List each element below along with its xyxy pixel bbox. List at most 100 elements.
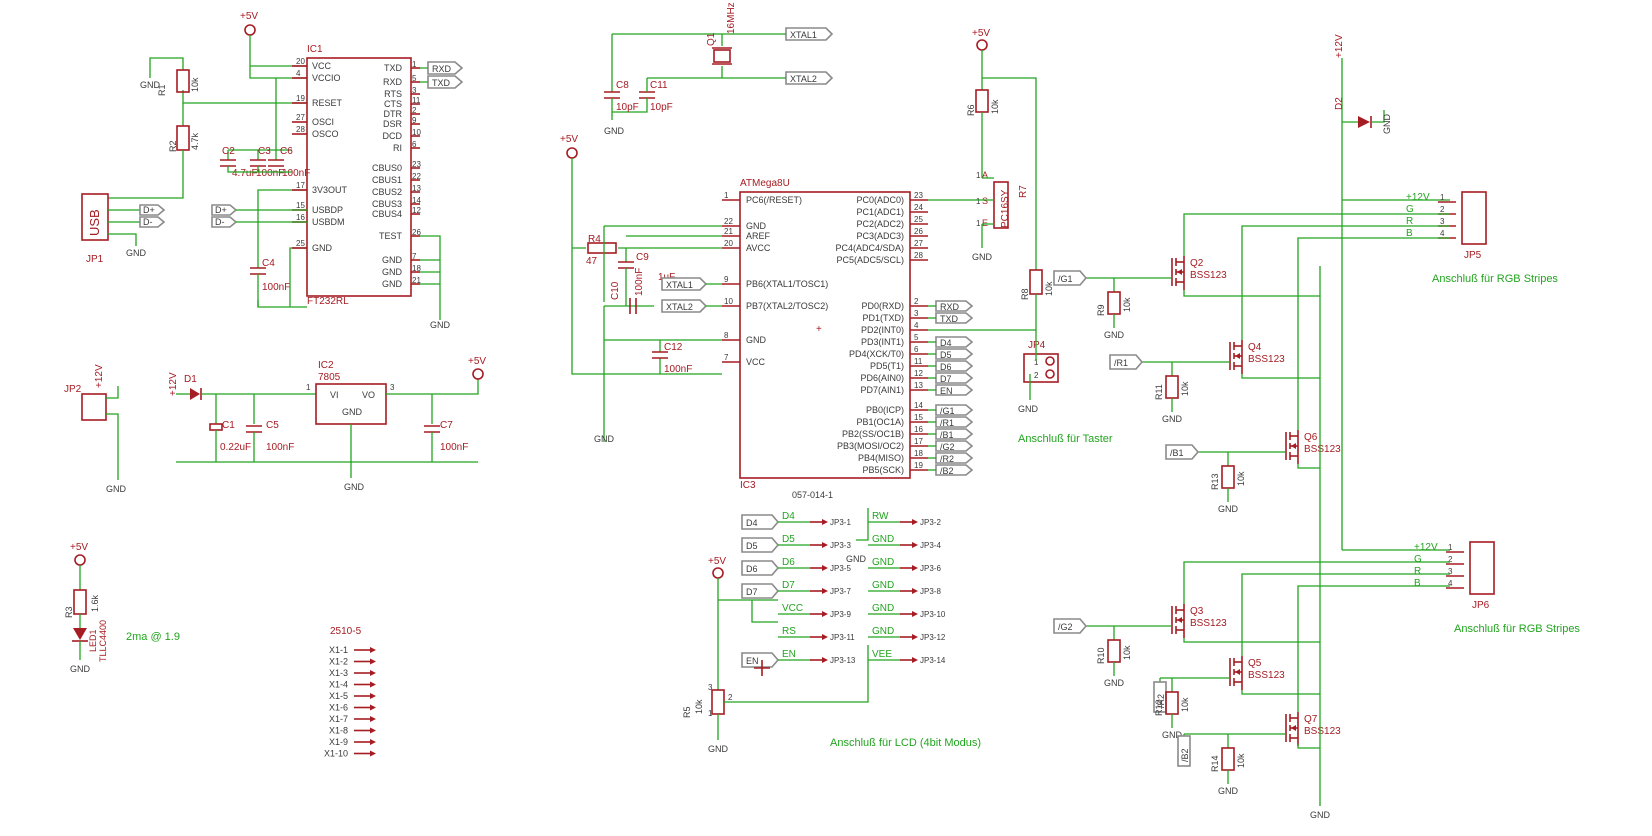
ic3-pin-label: PB7(XTAL2/TOSC2) (746, 301, 828, 311)
gnd-label: GND (846, 554, 867, 564)
net-label (935, 464, 974, 476)
c1-name: C1 (222, 420, 235, 431)
diode-d2 (1358, 116, 1370, 128)
q1-name: Q1 (706, 32, 717, 46)
label-txd-text: TXD (432, 78, 451, 88)
ic3-pin-number: 7 (724, 353, 729, 362)
r3-name: R3 (64, 606, 74, 618)
mosfet-value: BSS123 (1304, 444, 1341, 455)
net-label (935, 404, 974, 416)
c3-value: 100nF (256, 168, 284, 179)
ic1-pin-label: CBUS4 (372, 209, 402, 219)
lcd-pin-name: JP3-2 (920, 518, 941, 527)
gate-net-label (1053, 618, 1088, 634)
ic1-pin-label: RESET (312, 98, 343, 108)
ic2-pin3: 3 (390, 383, 395, 392)
ic1-pin-number: 26 (412, 228, 421, 237)
potentiometer-r7 (993, 181, 1009, 229)
ic3-pin-label: PB0(ICP) (866, 405, 904, 415)
ic3-pin-label: PD0(RXD) (861, 301, 904, 311)
c9-name: C9 (636, 252, 649, 263)
mosfet-name: Q3 (1190, 606, 1204, 617)
ic1-pin-number: 5 (412, 74, 417, 83)
jp4-name: JP4 (1028, 340, 1046, 351)
net-label-text: TXD (940, 314, 959, 324)
x1-pin-label: X1-7 (329, 714, 348, 724)
ic3-pin-label: PB1(OC1A) (856, 417, 904, 427)
ic1-right-pins: 1TXD5RXD3RTS11CTS2DTR9DSR10DCD6RI23CBUS0… (372, 60, 421, 289)
ic1-pin-label: RI (393, 143, 402, 153)
c7-value: 100nF (440, 442, 468, 453)
lcd-pin-name: JP3-10 (920, 610, 946, 619)
c2-name: C2 (222, 146, 235, 157)
gate-net-label-text: /B2 (1180, 748, 1190, 762)
rgb-net-name: B (1414, 578, 1421, 589)
ic3-pin-number: 23 (914, 191, 923, 200)
ic1-pin-number: 19 (296, 94, 305, 103)
ic1-pin-number: 25 (296, 239, 305, 248)
ic1-pin-number: 12 (412, 206, 421, 215)
x1-pins: X1-1X1-2X1-3X1-4X1-5X1-6X1-7X1-8X1-9X1-1… (324, 645, 376, 759)
ic2-name: IC2 (318, 360, 334, 371)
ic3-pin-label: PB5(SCK) (862, 465, 904, 475)
ic1-pin-number: 16 (296, 213, 305, 222)
supply-5v-lcd (712, 567, 724, 579)
ic1-name: IC1 (307, 44, 323, 55)
r8-value: 10k (1044, 281, 1054, 296)
ic3-name: IC3 (740, 480, 756, 491)
label-dp-text: D+ (143, 205, 155, 215)
rgb-net-name: +12V (1406, 192, 1430, 203)
lcd-pin-name: JP3-5 (830, 564, 851, 573)
lcd-pin-name: JP3-9 (830, 610, 851, 619)
label-dp-ic1 (211, 204, 238, 216)
lcd-pin-net: RS (782, 626, 796, 637)
gate-net-label-text: /R1 (1114, 358, 1128, 368)
resistor-r2 (176, 125, 190, 151)
x1-pin-label: X1-10 (324, 749, 348, 759)
rgb-note-2: Anschluß für RGB Stripes (1454, 623, 1580, 635)
gnd-label: GND (1104, 330, 1125, 340)
lcd-pin-net: GND (872, 534, 894, 545)
c1-value: 0.22uF (220, 442, 251, 453)
resistor-value: 10k (1180, 697, 1190, 712)
ic1-pin-label: CBUS2 (372, 187, 402, 197)
rgb-pin-number: 4 (1440, 229, 1445, 238)
ic3-pin-number: 24 (914, 203, 923, 212)
capacitor-c1 (209, 423, 223, 431)
ic3-pin-number: 18 (914, 449, 923, 458)
ic1-pin-label: VCC (312, 61, 332, 71)
resistor-value: 10k (1236, 471, 1246, 486)
ic3-pin-label: PC4(ADC4/SDA) (835, 243, 904, 253)
rgb-net-name: G (1406, 204, 1414, 215)
supply-label: +5V (70, 542, 88, 553)
label-xtal1-text: XTAL1 (666, 280, 693, 290)
ic1-pin-label: OSCI (312, 117, 334, 127)
net-label (935, 348, 974, 360)
crosshair-mark (754, 660, 770, 676)
potentiometer-r5 (711, 689, 725, 715)
ic1-pin-label: GND (312, 243, 333, 253)
gate-net-label (1165, 444, 1200, 460)
r7-pin-e: E (982, 218, 988, 228)
jp3-name: 057-014-1 (792, 490, 833, 500)
jp2-name: JP2 (64, 384, 82, 395)
pin-number: 2 (728, 693, 733, 702)
supply-5v-mcu (566, 147, 578, 159)
gnd-label: GND (972, 252, 993, 262)
ic3-body (739, 191, 911, 479)
net-label (935, 440, 974, 452)
net-label (935, 416, 974, 428)
resistor-value: 10k (1180, 381, 1190, 396)
pulldown-resistor (1165, 375, 1179, 399)
ic3-pin-number: 22 (724, 217, 733, 226)
ic3-pin-number: 21 (724, 227, 733, 236)
label-xtal2-mcu (661, 299, 708, 313)
ic3-pin-number: 16 (914, 425, 923, 434)
lcd-note: Anschluß für LCD (4bit Modus) (830, 737, 981, 749)
ic3-pin-number: 19 (914, 461, 923, 470)
reset-section: +5V R6 10k R7 PC16SY A S E 1 1 1 GND R8 … (928, 28, 1113, 445)
resistor-r6 (975, 89, 989, 113)
ic3-pin-label: PB4(MISO) (858, 453, 904, 463)
